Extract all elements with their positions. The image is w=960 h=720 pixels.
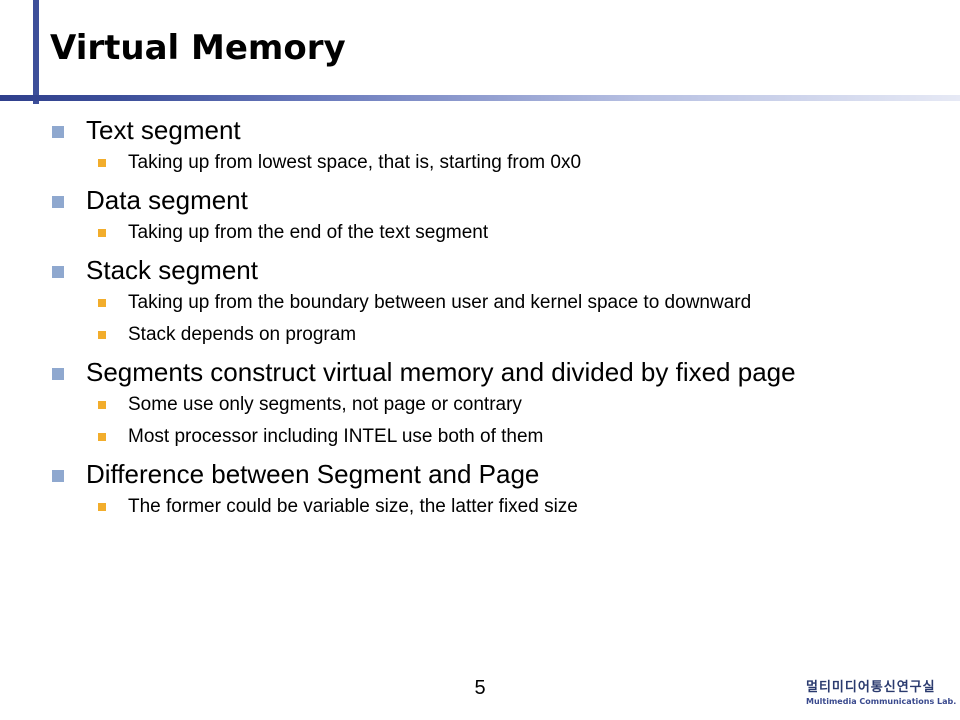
sub-bullet: The former could be variable size, the l… (50, 496, 955, 518)
logo-korean-text: 멀티미디어통신연구실 (806, 680, 936, 695)
square-bullet-icon (98, 159, 106, 167)
bullet-stack-segment: Stack segment (50, 254, 955, 286)
sub-bullet: Most processor including INTEL use both … (50, 426, 955, 448)
square-bullet-icon (98, 401, 106, 409)
square-bullet-icon (52, 266, 64, 278)
square-bullet-icon (52, 126, 64, 138)
bullet-text-segment: Text segment (50, 114, 955, 146)
sub-bullet-label: Taking up from the end of the text segme… (128, 222, 489, 243)
bullet-list: Text segment Taking up from lowest space… (50, 110, 955, 528)
sub-bullet-list: Some use only segments, not page or cont… (50, 394, 955, 448)
sub-bullet: Taking up from the end of the text segme… (50, 222, 955, 244)
frame-vertical-line (33, 0, 39, 104)
sub-bullet-label: Stack depends on program (128, 324, 357, 345)
sub-bullet: Taking up from lowest space, that is, st… (50, 152, 955, 174)
sub-bullet: Taking up from the boundary between user… (50, 292, 955, 314)
bullet-label: Data segment (86, 185, 248, 215)
sub-bullet-label: Some use only segments, not page or cont… (128, 394, 522, 415)
bullet-segment-vs-page: Difference between Segment and Page (50, 458, 955, 490)
logo-english-text: Multimedia Communications Lab. (806, 697, 957, 706)
square-bullet-icon (98, 299, 106, 307)
square-bullet-icon (98, 433, 106, 441)
bullet-label: Segments construct virtual memory and di… (86, 357, 796, 387)
square-bullet-icon (52, 368, 64, 380)
sub-bullet-list: Taking up from the end of the text segme… (50, 222, 955, 244)
square-bullet-icon (98, 503, 106, 511)
slide-title: Virtual Memory (50, 28, 346, 68)
square-bullet-icon (98, 229, 106, 237)
bullet-label: Text segment (86, 115, 241, 145)
sub-bullet-list: The former could be variable size, the l… (50, 496, 955, 518)
sub-bullet: Stack depends on program (50, 324, 955, 346)
square-bullet-icon (52, 470, 64, 482)
frame-horizontal-line (0, 95, 960, 101)
square-bullet-icon (52, 196, 64, 208)
sub-bullet-label: Taking up from the boundary between user… (128, 292, 752, 313)
lab-logo: 멀티미디어통신연구실 Multimedia Communications Lab… (806, 676, 957, 706)
bullet-label: Stack segment (86, 255, 258, 285)
bullet-label: Difference between Segment and Page (86, 459, 540, 489)
bullet-data-segment: Data segment (50, 184, 955, 216)
sub-bullet-label: Taking up from lowest space, that is, st… (128, 152, 582, 173)
sub-bullet-label: Most processor including INTEL use both … (128, 426, 544, 447)
sub-bullet: Some use only segments, not page or cont… (50, 394, 955, 416)
bullet-segments-construct: Segments construct virtual memory and di… (50, 356, 955, 388)
square-bullet-icon (98, 331, 106, 339)
sub-bullet-list: Taking up from lowest space, that is, st… (50, 152, 955, 174)
sub-bullet-list: Taking up from the boundary between user… (50, 292, 955, 346)
sub-bullet-label: The former could be variable size, the l… (128, 496, 578, 517)
page-number: 5 (474, 677, 486, 699)
